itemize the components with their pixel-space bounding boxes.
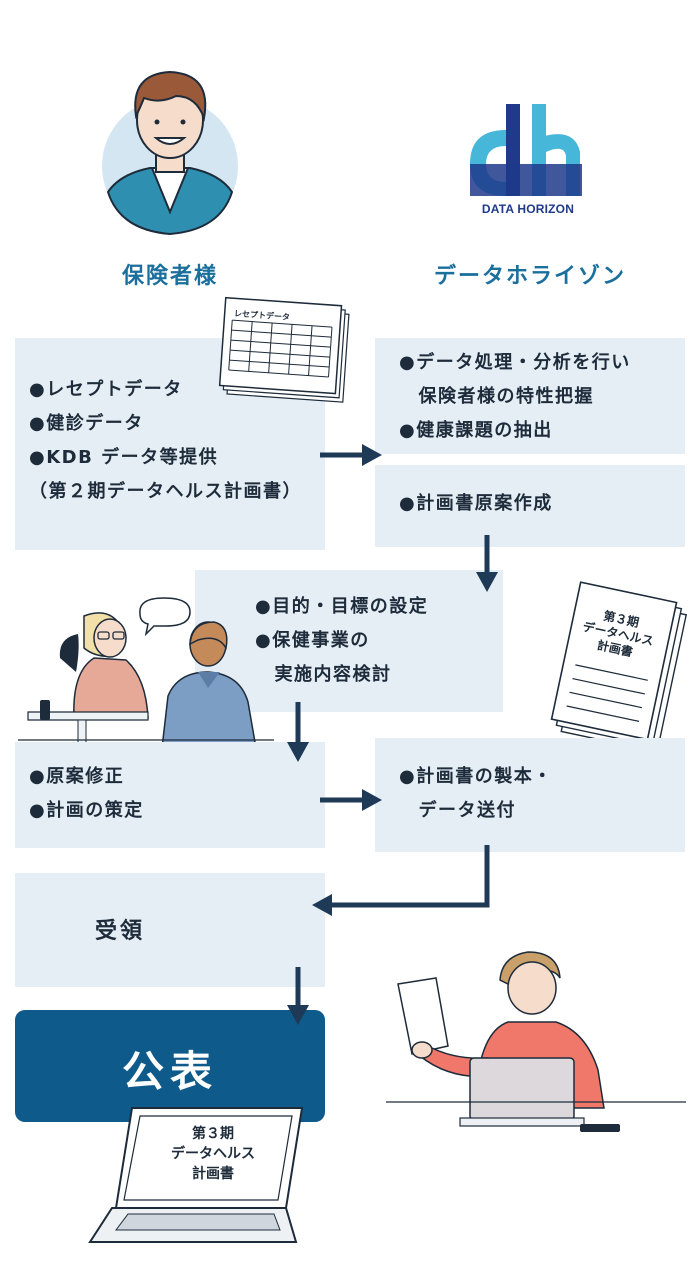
analysis-item: 保険者様の特性把握 (399, 386, 594, 407)
bind-item: データ送付 (399, 800, 516, 821)
analysis-item: ●データ処理・分析を行い (399, 352, 631, 373)
goals-item: 実施内容検討 (255, 664, 392, 685)
provide-item: （第２期データヘルス計画書） (29, 481, 302, 502)
revise-box: ●原案修正 ●計画の策定 (15, 742, 325, 848)
draft-box: ●計画書原案作成 (375, 465, 685, 547)
insurer-heading: 保険者様 (121, 264, 218, 289)
insurer-avatar (100, 62, 240, 238)
revise-item: ●計画の策定 (29, 800, 144, 821)
laptop-document-title: データヘルス (171, 1146, 255, 1162)
publish-label: 公表 (121, 1047, 218, 1096)
goals-item: ●目的・目標の設定 (255, 596, 429, 617)
meeting-illustration (18, 592, 274, 749)
laptop-illustration: 第３期 データヘルス 計画書 (88, 1104, 304, 1254)
receive-label: 受領 (94, 919, 145, 944)
analysis-item: ●健康課題の抽出 (399, 420, 553, 441)
dh-logo-text: DATA HORIZON (481, 202, 575, 216)
plan-document-illustration: 第３期 データヘルス 計画書 (548, 581, 688, 764)
laptop-document-title: 第３期 (192, 1126, 234, 1142)
goals-item: ●保健事業の (255, 630, 370, 651)
bind-send-box: ●計画書の製本・ データ送付 (375, 738, 685, 852)
provide-data-list: ●レセプトデータ ●健診データ ●KDB データ等提供 （第２期データヘルス計画… (29, 373, 302, 509)
provide-item: ●KDB データ等提供 (29, 447, 219, 468)
revise-item: ●原案修正 (29, 766, 125, 787)
goals-box: ●目的・目標の設定 ●保健事業の 実施内容検討 (195, 570, 503, 712)
spreadsheet-illustration: レセプトデータ (216, 296, 356, 408)
receive-box: 受領 (15, 873, 325, 987)
draft-item: ●計画書原案作成 (399, 493, 553, 514)
reading-person-illustration (384, 938, 688, 1138)
bind-item: ●計画書の製本・ (399, 766, 553, 787)
provide-item: ●健診データ (29, 413, 144, 434)
dh-logo-icon: DATA HORIZON (468, 100, 588, 220)
provide-item: ●レセプトデータ (29, 379, 183, 400)
publish-box: 公表 (15, 1010, 325, 1122)
company-heading: データホライゾン (433, 264, 626, 289)
analysis-box: ●データ処理・分析を行い 保険者様の特性把握 ●健康課題の抽出 (375, 338, 685, 454)
laptop-document-title: 計画書 (192, 1166, 234, 1182)
